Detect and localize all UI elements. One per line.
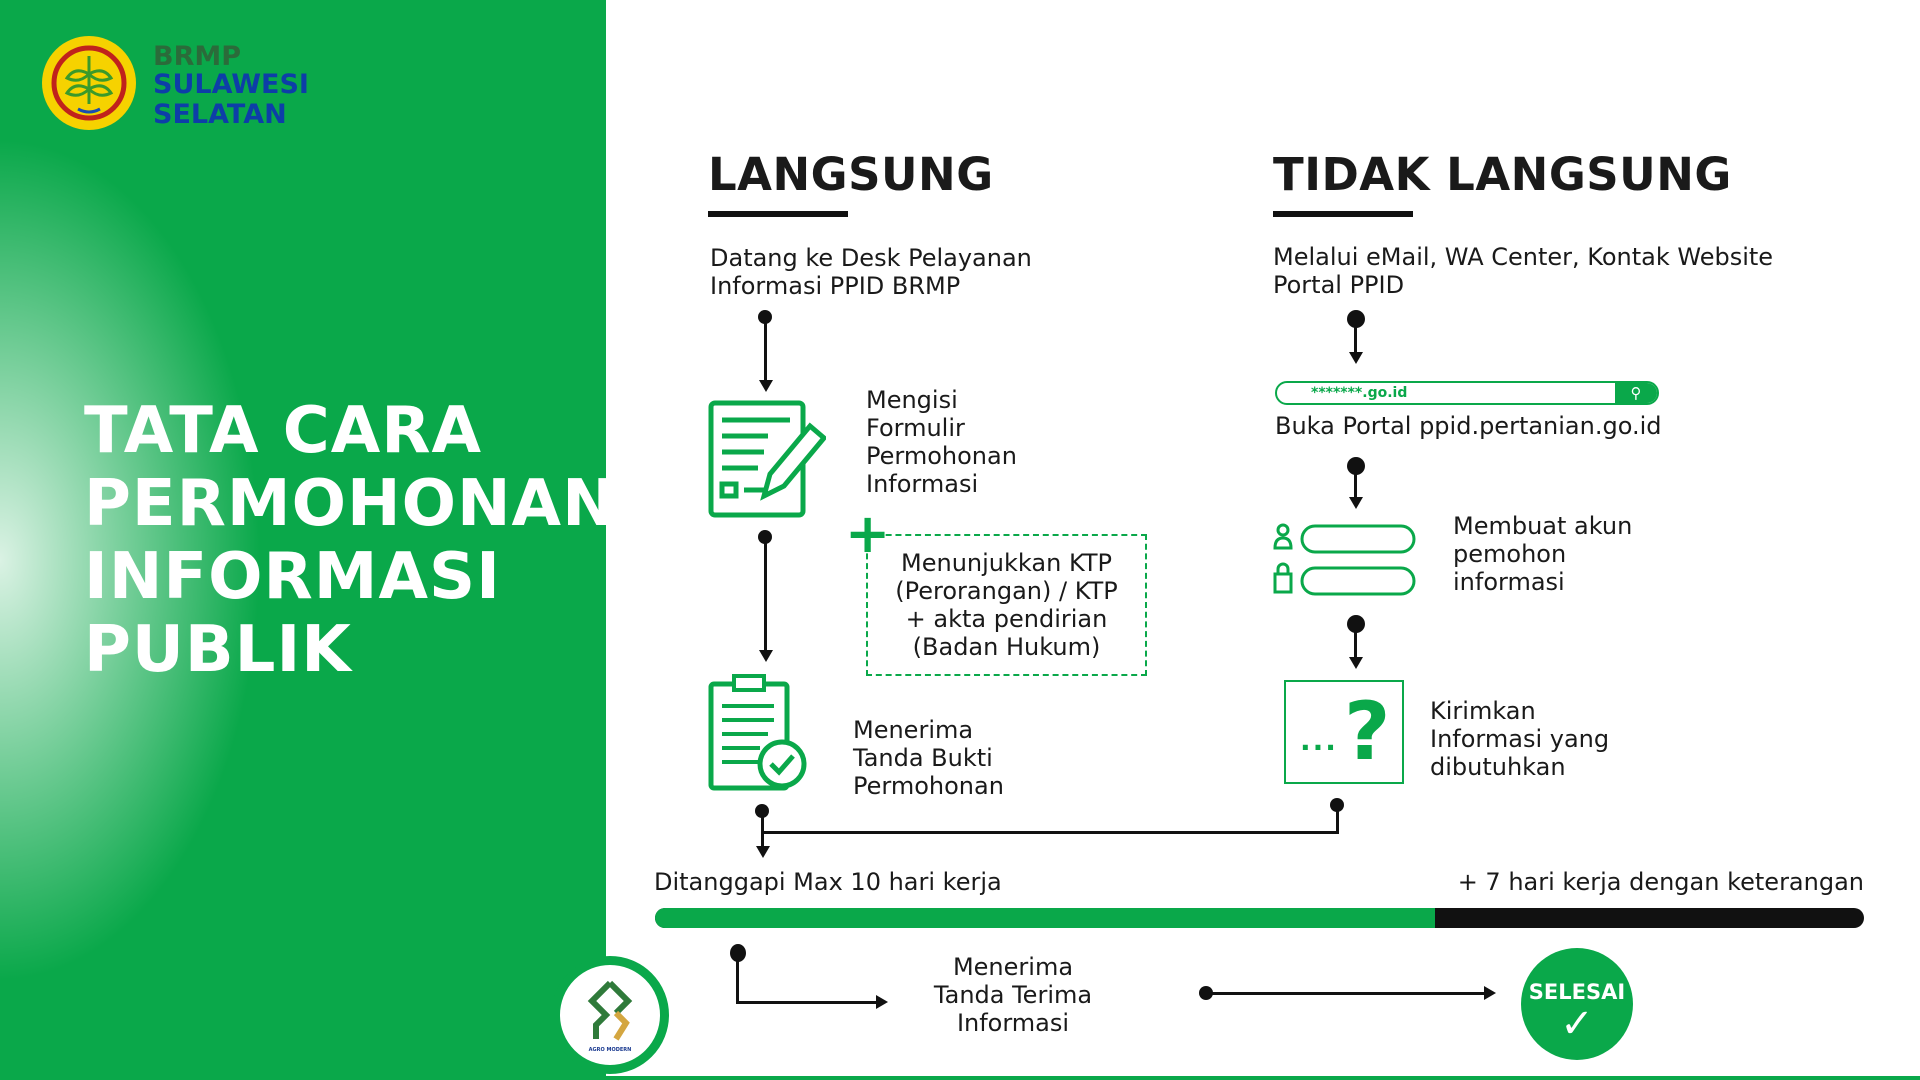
connector-line (764, 318, 767, 382)
tidak-langsung-step2: Buka Portal ppid.pertanian.go.id (1275, 412, 1662, 440)
brand-sulawesi: SULAWESI (153, 69, 309, 100)
heading-underline (1273, 211, 1413, 217)
merge-line (761, 831, 1339, 834)
search-input: *******.go.id (1311, 385, 1408, 401)
check-icon: ✓ (1560, 1001, 1594, 1047)
arrow-down-icon (1349, 657, 1363, 669)
account-form-icon (1273, 523, 1416, 596)
connector-dot (1347, 310, 1365, 328)
title-line: PUBLIK (84, 613, 352, 687)
title-line: TATA CARA (84, 394, 483, 468)
left-panel (0, 0, 606, 1080)
arrow-down-icon (759, 650, 773, 662)
bottom-border (606, 1076, 1920, 1080)
arrow-right-icon (876, 995, 888, 1009)
agro-modern-logo: AGRO MODERN (551, 956, 669, 1074)
arrow-down-icon (1349, 497, 1363, 509)
timeline-right-label: + 7 hari kerja dengan keterangan (1457, 868, 1864, 896)
clipboard-check-icon (708, 674, 807, 791)
form-pencil-icon (708, 400, 826, 518)
arrow-down-icon (759, 380, 773, 392)
connector-dot (758, 310, 772, 324)
connector-line (1206, 992, 1486, 995)
arrow-down-icon (1349, 352, 1363, 364)
kementan-logo-icon (42, 36, 136, 130)
connector-dot (1347, 457, 1365, 475)
connector-dot (758, 530, 772, 544)
question-box-icon: ... ? (1284, 680, 1404, 784)
timeline-bar (655, 908, 1864, 928)
brand-brmp: BRMP (153, 41, 242, 72)
plus-icon: + (845, 502, 891, 565)
connector-line (764, 538, 767, 652)
heading-langsung: LANGSUNG (708, 148, 994, 201)
portal-search-bar: *******.go.id ⚲ (1275, 381, 1659, 405)
heading-underline (708, 211, 848, 217)
connector-dot (1330, 798, 1344, 812)
timeline-bar-fill (655, 908, 1435, 928)
arrow-down-icon (756, 846, 770, 858)
connector-line (1354, 320, 1357, 354)
title-line: PERMOHONAN (84, 467, 617, 541)
connector-line (736, 1001, 878, 1004)
connector-line (761, 810, 764, 848)
connector-dot (1347, 615, 1365, 633)
selesai-badge: SELESAI ✓ (1521, 948, 1633, 1060)
brand-selatan: SELATAN (153, 99, 287, 130)
agro-modern-logo-icon (587, 980, 633, 1041)
connector-line (736, 952, 739, 1004)
search-icon: ⚲ (1615, 383, 1657, 403)
title-line: INFORMASI (84, 540, 501, 614)
arrow-right-icon (1484, 986, 1496, 1000)
heading-tidak-langsung: TIDAK LANGSUNG (1273, 148, 1732, 201)
connector-line (1354, 625, 1357, 659)
connector-line (1336, 806, 1339, 833)
connector-line (1354, 467, 1357, 499)
page-title: TATA CARA PERMOHONAN INFORMASI PUBLIK (84, 395, 617, 687)
timeline-left-label: Ditanggapi Max 10 hari kerja (654, 868, 1002, 896)
selesai-label: SELESAI (1528, 980, 1626, 1004)
tidak-langsung-step1: Melalui eMail, WA Center, Kontak Website… (1273, 243, 1774, 299)
agro-logo-text: AGRO MODERN (588, 1047, 632, 1053)
requirement-note: Menunjukkan KTP(Perorangan) / KTP+ akta … (866, 534, 1147, 676)
